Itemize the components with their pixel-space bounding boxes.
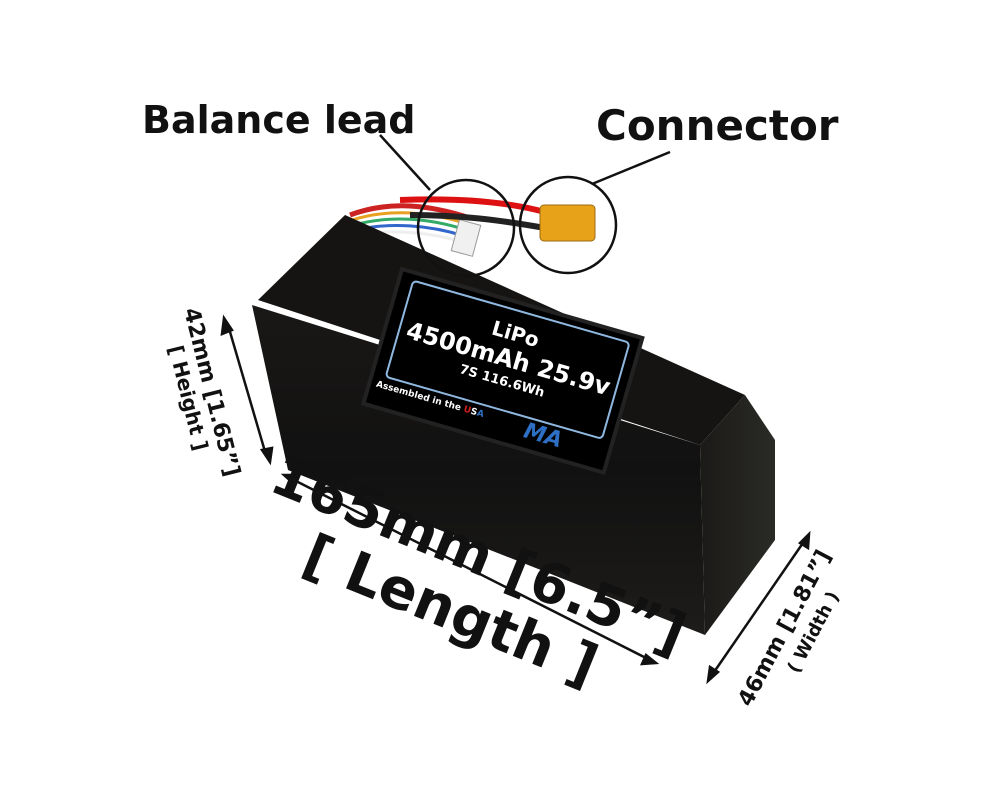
balance-lead-pointer (379, 134, 431, 191)
connector-pointer (591, 150, 671, 186)
connector-callout: Connector (596, 101, 839, 150)
battery-end-face (700, 395, 775, 635)
xt-connector (539, 204, 596, 242)
battery-front-face (252, 305, 705, 635)
dimension-arrows (220, 314, 811, 685)
balance-plug (450, 219, 482, 257)
balance-lead-callout: Balance lead (142, 98, 416, 142)
label-border (385, 280, 630, 439)
battery-label: LiPo 4500mAh 25.9v 7S 116.6Wh Assembled … (360, 266, 645, 476)
main-power-wires (399, 196, 596, 242)
connector-circle (518, 175, 618, 275)
balance-lead-circle (416, 178, 516, 278)
